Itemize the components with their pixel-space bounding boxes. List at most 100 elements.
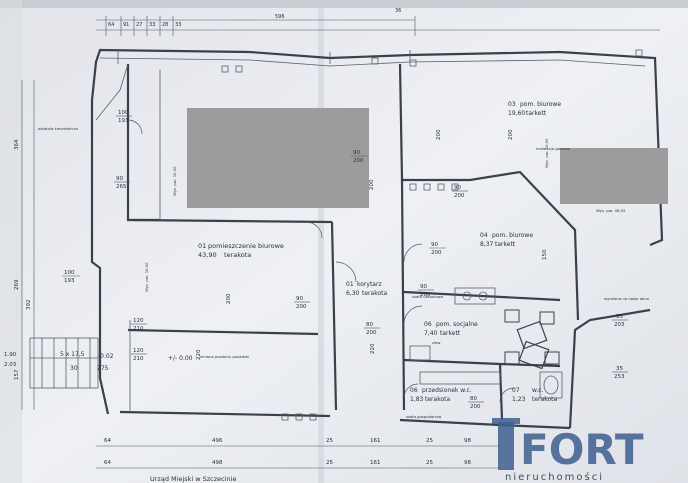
room-num: 06 (424, 321, 432, 328)
stairs-zero: +/- 0.00 (168, 355, 193, 362)
svg-text:210: 210 (133, 326, 144, 332)
room-floor: terakota (362, 290, 387, 297)
svg-text:2.03: 2.03 (4, 362, 17, 368)
svg-text:instalacja gazowa: instalacja gazowa (536, 146, 570, 151)
room-area: 43,90 (198, 251, 217, 259)
room-area: 6,30 (346, 290, 360, 297)
room-floor: tarkett (440, 330, 461, 337)
fort-logo: FORT nieruchomości (492, 418, 644, 483)
room-floor: terakota (532, 396, 557, 403)
svg-text:25: 25 (326, 438, 333, 444)
top-dim-2: 27 (136, 22, 142, 28)
room-num: 03 (508, 101, 516, 108)
svg-text:269: 269 (14, 279, 20, 290)
room-floor: terakota (224, 251, 251, 259)
svg-text:szafa ubraniowa: szafa ubraniowa (412, 294, 443, 299)
svg-text:Wys. par. 08,55: Wys. par. 08,55 (596, 208, 626, 213)
svg-text:80: 80 (366, 322, 373, 328)
svg-text:zmiana poziomu posadzki: zmiana poziomu posadzki (200, 354, 249, 359)
logo-text: FORT (520, 425, 644, 474)
room-name: pom. socjalne (436, 321, 478, 328)
top-dim-4: 28 (162, 22, 168, 28)
svg-text:210: 210 (133, 356, 144, 362)
svg-text:200: 200 (420, 292, 431, 298)
svg-text:200: 200 (366, 330, 377, 336)
room-area: 8,37 (480, 241, 494, 248)
svg-text:25: 25 (426, 438, 433, 444)
svg-text:120: 120 (133, 318, 144, 324)
top-dim-0: 64 (108, 22, 114, 28)
room-area: 19,60 (508, 110, 525, 117)
top-dim-7: 36 (395, 8, 401, 14)
paper-edge (0, 0, 688, 8)
redacted-area-main (187, 108, 369, 208)
annotations: Wys. par. 10,50 Wys. par. 10,50 Wys. par… (38, 126, 650, 419)
svg-text:Wys. par. 10,50: Wys. par. 10,50 (144, 262, 149, 292)
svg-text:wymiana na nowe okno: wymiana na nowe okno (604, 296, 650, 301)
svg-text:100: 100 (64, 270, 75, 276)
stairs-spec: 5 x 17,5 (60, 351, 85, 358)
top-dim-3: 33 (149, 22, 155, 28)
svg-text:364: 364 (14, 139, 20, 150)
door-swings (127, 119, 515, 403)
svg-text:35: 35 (616, 314, 623, 320)
stairs-left: 30 (70, 365, 78, 372)
room-name: przedsionek w.c. (422, 387, 472, 394)
top-dim-1: 91 (123, 22, 129, 28)
svg-text:161: 161 (370, 460, 381, 466)
room-floor: tarkett (495, 241, 516, 248)
room-area: 1,23 (512, 396, 526, 403)
plan-caption: Urząd Miejski w Szczecinie (150, 475, 236, 483)
svg-text:64: 64 (104, 460, 111, 466)
svg-text:25: 25 (426, 460, 433, 466)
svg-text:200: 200 (436, 129, 442, 140)
room-area: 7,40 (424, 330, 438, 337)
svg-text:200: 200 (369, 179, 375, 190)
svg-text:265: 265 (116, 184, 127, 190)
svg-text:253: 253 (614, 374, 625, 380)
room-name: pom. biurowe (492, 232, 533, 239)
top-dim-6: 596 (275, 14, 285, 20)
room-label-wc: 07 w.c. 1,23 terakota (512, 387, 557, 403)
svg-text:64: 64 (104, 438, 111, 444)
room-floor: terakota (425, 396, 450, 403)
svg-text:90: 90 (116, 176, 123, 182)
svg-text:157: 157 (14, 369, 20, 380)
room-num: 04 (480, 232, 488, 239)
stairs: 5 x 17,5 30 275 -0.02 +/- 0.00 (29, 337, 193, 389)
room-label-vestibule: 06 przedsionek w.c. 1,83 terakota (410, 387, 472, 403)
svg-text:szafa gospodarcza: szafa gospodarcza (406, 414, 441, 419)
svg-text:200: 200 (470, 404, 481, 410)
room-label-office-3: 03 pom. biurowe 19,60 tarkett (508, 101, 561, 117)
svg-text:zlew: zlew (432, 340, 441, 345)
room-label-social: 06 pom. socjalne 7,40 tarkett (424, 321, 478, 337)
table-chairs (504, 309, 560, 370)
logo-subtitle: nieruchomości (505, 471, 604, 483)
left-dimension-chain: 364 269 392 157 1.90 2.03 (4, 80, 35, 410)
paper-margin (0, 0, 22, 483)
svg-text:1.90: 1.90 (4, 352, 17, 358)
room-name: korytarz (357, 281, 382, 288)
room-label-corridor: 01 korytarz 6,30 terakota (346, 281, 387, 297)
svg-text:203: 203 (614, 322, 625, 328)
room-area: 1,83 (410, 396, 424, 403)
svg-text:ostatnia śmiertelnica: ostatnia śmiertelnica (38, 126, 78, 131)
svg-text:200: 200 (353, 158, 364, 164)
room-name: pom. biurowe (520, 101, 561, 108)
redacted-area-edge (640, 148, 668, 200)
misc-dimensions: 200 200 220 200 150 200 220 (196, 129, 548, 360)
